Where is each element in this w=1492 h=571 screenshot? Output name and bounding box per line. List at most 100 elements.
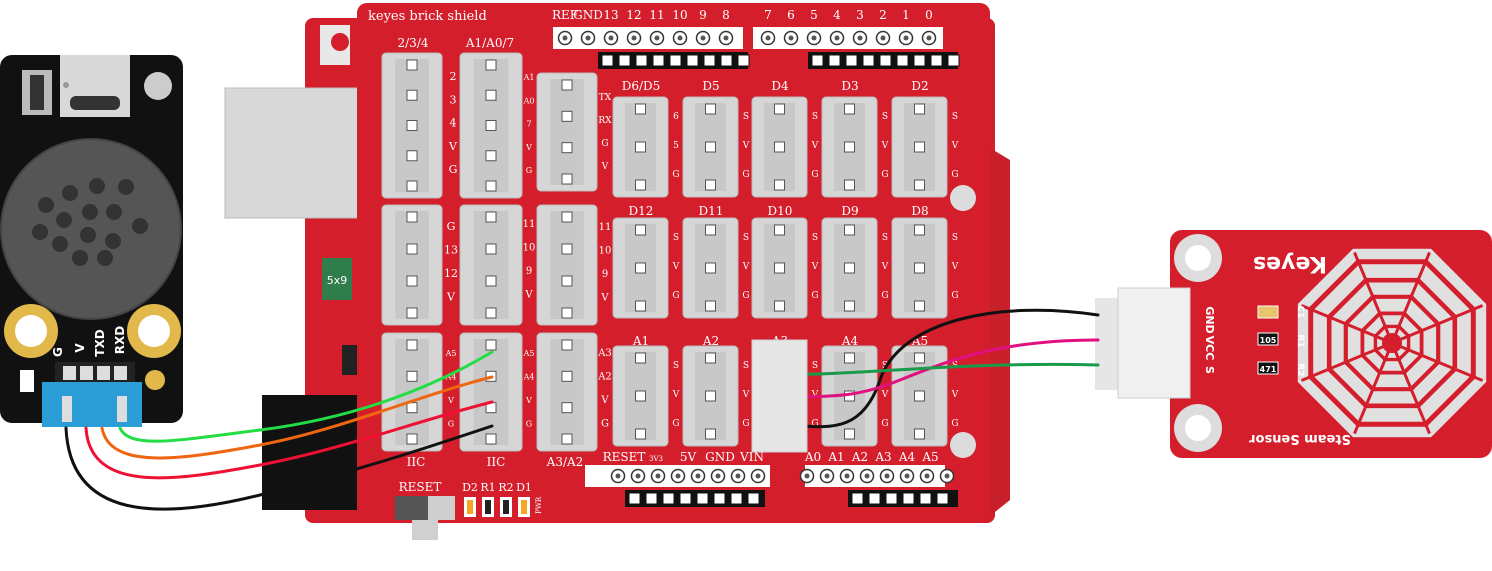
connector-d11 bbox=[682, 217, 739, 319]
pwr-label: PWR bbox=[535, 496, 543, 514]
connector-title: D11 bbox=[699, 204, 724, 218]
connector-title: D5 bbox=[702, 79, 719, 93]
header-pin bbox=[669, 54, 682, 67]
connector-pin-label: V bbox=[951, 262, 959, 272]
connector-pin-label: V bbox=[672, 390, 680, 400]
component-label: C1 bbox=[1295, 306, 1305, 319]
header-pin bbox=[868, 492, 881, 505]
connector-2-3-4 bbox=[381, 52, 443, 199]
header-pin-label: 12 bbox=[626, 8, 641, 22]
header-pin bbox=[919, 492, 932, 505]
header-pin bbox=[747, 492, 760, 505]
header-hole bbox=[806, 30, 822, 46]
connector-pin-label: V bbox=[447, 396, 454, 405]
header-hole bbox=[760, 30, 776, 46]
header-hole bbox=[898, 30, 914, 46]
connector-pin-label: A5 bbox=[445, 349, 457, 358]
header-pin bbox=[913, 54, 926, 67]
connector-title: D2 bbox=[911, 79, 928, 93]
header-pin-label: 5 bbox=[810, 8, 818, 22]
header-pin-label: 9 bbox=[699, 8, 707, 22]
sensor-pin-label: VCC bbox=[1203, 336, 1216, 361]
connector-pin-label: G bbox=[951, 291, 958, 301]
header-pin bbox=[930, 54, 943, 67]
fuse-label: 5x9 bbox=[327, 274, 348, 287]
header-pin bbox=[679, 492, 692, 505]
header-pin bbox=[737, 54, 750, 67]
header-pin-label: 5V bbox=[680, 450, 697, 464]
connector-d2 bbox=[891, 96, 948, 198]
connector-pin-label: 10 bbox=[599, 246, 612, 257]
connector-d8 bbox=[891, 217, 948, 319]
wire-mp3 bbox=[118, 350, 494, 443]
connector-d4 bbox=[751, 96, 808, 198]
connector-pin-label: G bbox=[811, 291, 818, 301]
header-hole bbox=[799, 468, 815, 484]
connector-pin-label: G bbox=[526, 420, 532, 429]
header-pin bbox=[652, 54, 665, 67]
connector-d3 bbox=[821, 96, 878, 198]
mp3-pin-label: G bbox=[51, 347, 65, 357]
header-pin bbox=[862, 54, 875, 67]
header-pin-label: VIN bbox=[739, 450, 764, 464]
connector-pin-label: A3 bbox=[597, 348, 612, 359]
header-pin bbox=[703, 54, 716, 67]
connector-pin-label: 7 bbox=[526, 120, 531, 129]
connector-pin-label: S bbox=[673, 361, 679, 371]
connector-pin-label: 5 bbox=[673, 141, 679, 151]
header-hole bbox=[859, 468, 875, 484]
connector-pin-label: S bbox=[812, 233, 818, 243]
header-pin-label: GND bbox=[573, 8, 603, 22]
connector-pin-label: A0 bbox=[523, 96, 535, 105]
connector-pin-label: G bbox=[881, 419, 888, 429]
connector-pin-label: S bbox=[882, 112, 888, 122]
led-label: R1 bbox=[480, 481, 495, 494]
connector-d6-d5 bbox=[612, 96, 669, 198]
resistor-code: 471 bbox=[1260, 365, 1277, 374]
header-hole bbox=[626, 30, 642, 46]
header-pin-label: 6 bbox=[787, 8, 795, 22]
connector-a3-a2 bbox=[536, 332, 598, 452]
header-pin-label: 1 bbox=[902, 8, 910, 22]
connector-pin-label: S bbox=[882, 233, 888, 243]
connector-pin-label: 4 bbox=[450, 117, 457, 130]
sensor-pin-label: GND bbox=[1203, 306, 1216, 333]
connector-pin-label: V bbox=[881, 390, 889, 400]
header-hole bbox=[750, 468, 766, 484]
connector-pin-label: V bbox=[811, 390, 819, 400]
header-hole bbox=[875, 30, 891, 46]
header-hole bbox=[672, 30, 688, 46]
connector-pin-label: G bbox=[448, 420, 454, 429]
header-hole bbox=[670, 468, 686, 484]
header-hole bbox=[879, 468, 895, 484]
col-third-bottom-label: A3/A2 bbox=[546, 455, 584, 469]
connector-pin-label: 12 bbox=[444, 267, 458, 280]
connector-title: D9 bbox=[841, 204, 858, 218]
connector-a1 bbox=[612, 345, 669, 447]
header-pin-label: 2 bbox=[879, 8, 887, 22]
connector-pin-label: V bbox=[672, 262, 680, 272]
connector-pin-label: G bbox=[672, 419, 679, 429]
connector-title: A1 bbox=[632, 334, 649, 348]
header-hole bbox=[921, 30, 937, 46]
connector-title: D6/D5 bbox=[622, 79, 661, 93]
connector-pin-label: S bbox=[812, 112, 818, 122]
connector-d9 bbox=[821, 217, 878, 319]
header-hole bbox=[819, 468, 835, 484]
header-pin bbox=[730, 492, 743, 505]
col-mid-top-label: A1/A0/7 bbox=[465, 36, 514, 50]
connector-pin-label: G bbox=[672, 291, 679, 301]
connector-pin-label: 3 bbox=[450, 93, 457, 106]
header-hole bbox=[730, 468, 746, 484]
header-pin bbox=[828, 54, 841, 67]
wire-sensor bbox=[778, 362, 1100, 376]
header-pin-label: 13 bbox=[603, 8, 618, 22]
header-pin bbox=[628, 492, 641, 505]
connector-pin-label: A2 bbox=[597, 372, 612, 383]
connector-title: D3 bbox=[841, 79, 858, 93]
connector-pin-label: G bbox=[811, 170, 818, 180]
connector-pin-label: 9 bbox=[526, 266, 532, 277]
